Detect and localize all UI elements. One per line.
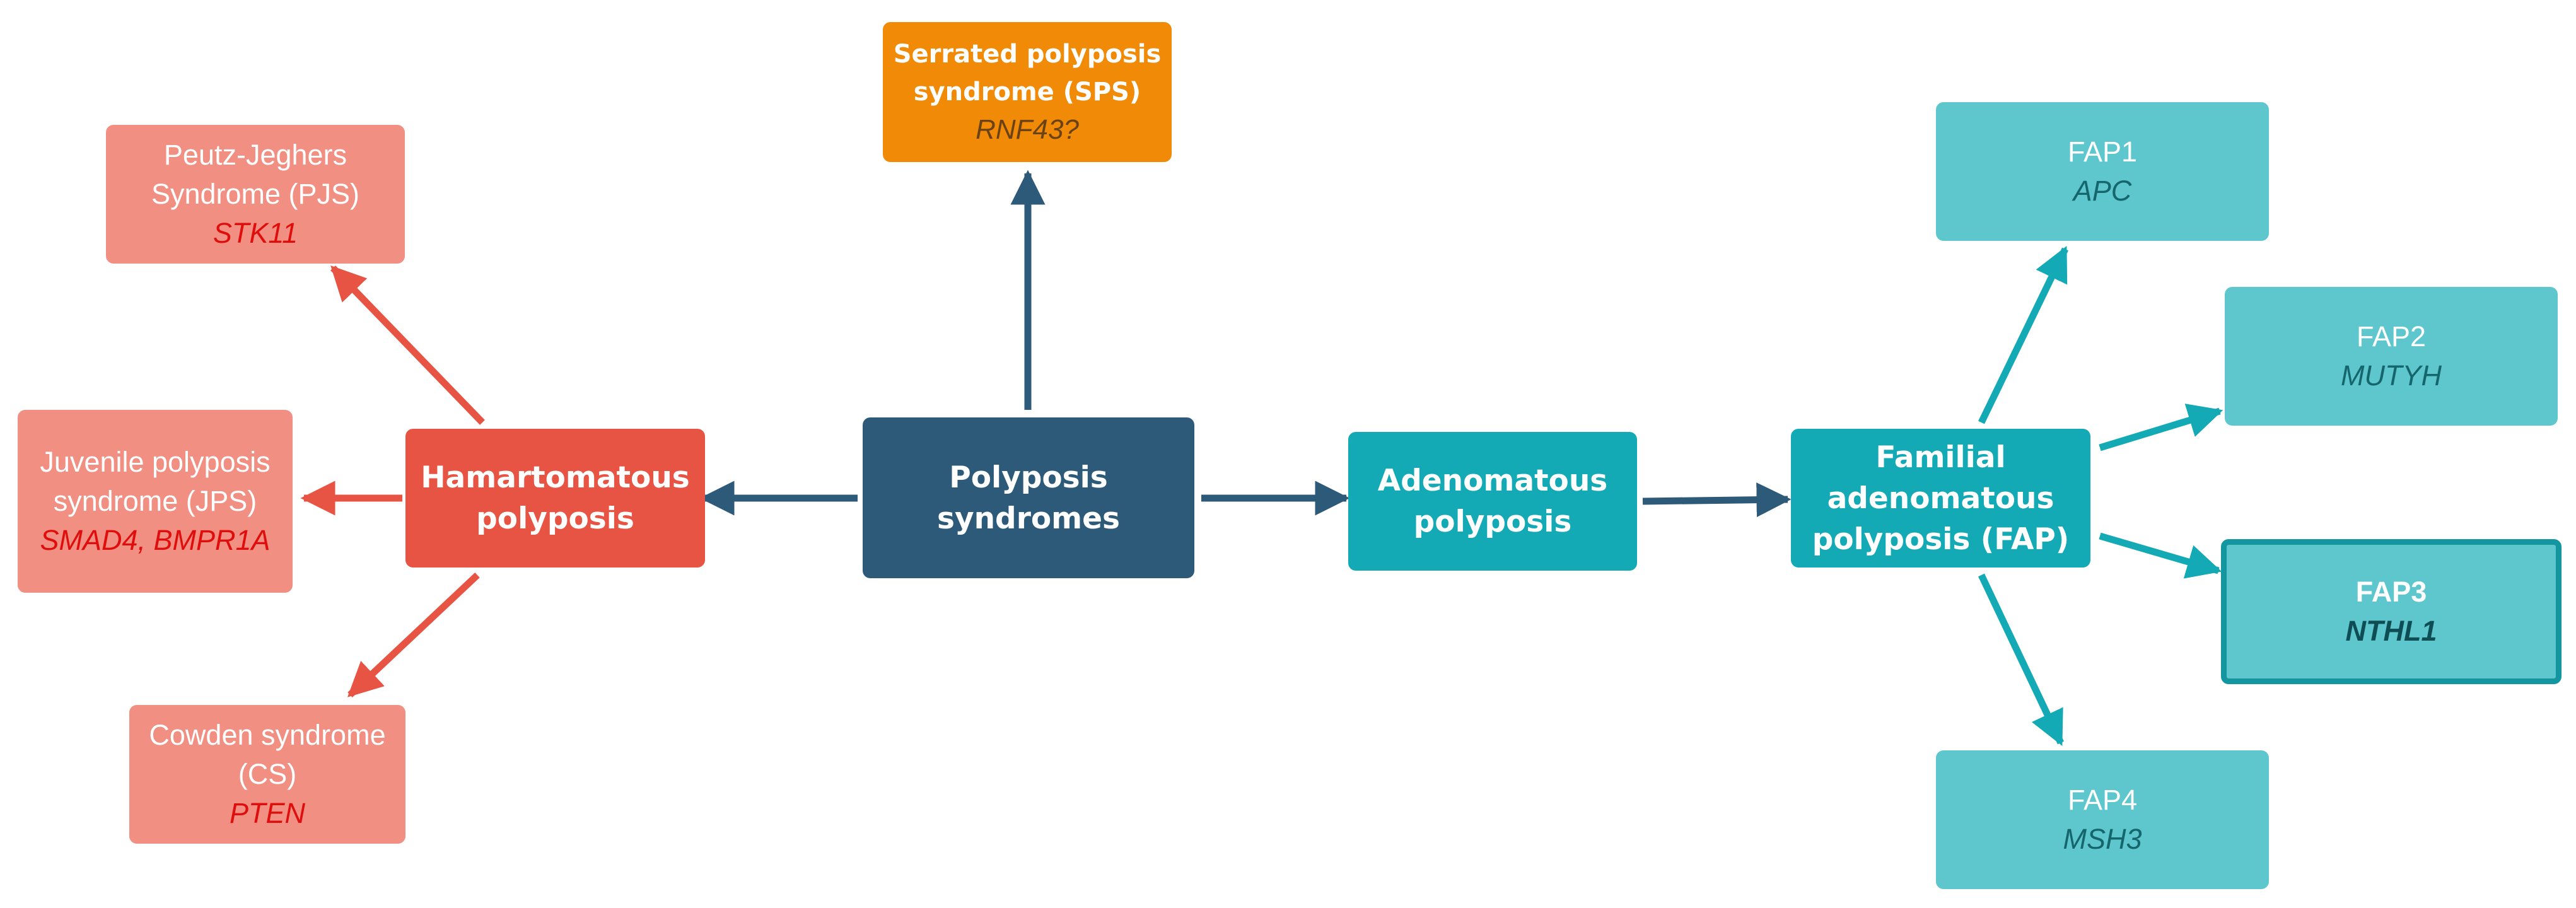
arrow-fap-to-fap2 xyxy=(2099,404,2223,451)
gene-label: MSH3 xyxy=(2063,823,2142,855)
node-label: FAP3 xyxy=(2355,576,2427,608)
node-label: Adenomatous polyposis xyxy=(1377,463,1608,539)
arrow-fap-to-fap4 xyxy=(1978,573,2064,746)
gene-label: NTHL1 xyxy=(2345,615,2437,647)
node-label: Polyposis syndromes xyxy=(936,460,1120,536)
arrow-hamartomatous-to-cs xyxy=(347,572,480,698)
gene-label: APC xyxy=(2073,175,2132,207)
gene-label: RNF43? xyxy=(976,114,1079,145)
node-peutz-jeghers: Peutz-Jeghers Syndrome (PJS) STK11 xyxy=(106,125,405,264)
node-juvenile-polyposis: Juvenile polyposis syndrome (JPS) SMAD4,… xyxy=(18,410,293,593)
arrow-adenomatous-to-fap xyxy=(1642,482,1792,518)
arrow-hamartomatous-to-pjs xyxy=(330,265,485,425)
arrow-fap-to-fap3 xyxy=(2099,532,2222,579)
node-label: Hamartomatous polyposis xyxy=(421,460,690,536)
arrow-fap-to-fap1 xyxy=(1978,246,2068,424)
node-cowden-syndrome: Cowden syndrome (CS) PTEN xyxy=(129,705,405,844)
node-label: Peutz-Jeghers Syndrome (PJS) xyxy=(151,139,360,210)
node-adenomatous-polyposis: Adenomatous polyposis xyxy=(1348,432,1637,571)
node-label: Cowden syndrome (CS) xyxy=(149,719,386,790)
node-label: Familial adenomatous polyposis (FAP) xyxy=(1812,439,2070,557)
node-familial-adenomatous-polyposis: Familial adenomatous polyposis (FAP) xyxy=(1791,429,2090,568)
node-fap4: FAP4 MSH3 xyxy=(1936,750,2269,889)
node-fap2: FAP2 MUTYH xyxy=(2225,287,2558,426)
node-label: FAP1 xyxy=(2067,136,2138,168)
gene-label: SMAD4, BMPR1A xyxy=(40,524,271,556)
gene-label: MUTYH xyxy=(2341,359,2442,392)
node-fap1: FAP1 APC xyxy=(1936,102,2269,241)
node-label: Juvenile polyposis syndrome (JPS) xyxy=(40,446,271,517)
gene-label: STK11 xyxy=(213,217,298,249)
node-label: Serrated polyposis syndrome (SPS) xyxy=(893,40,1162,107)
node-serrated-polyposis: Serrated polyposis syndrome (SPS) RNF43? xyxy=(883,22,1172,162)
node-label: FAP4 xyxy=(2067,784,2138,816)
node-hamartomatous-polyposis: Hamartomatous polyposis xyxy=(405,429,705,568)
node-polyposis-syndromes: Polyposis syndromes xyxy=(863,417,1194,578)
node-fap3: FAP3 NTHL1 xyxy=(2221,539,2561,684)
gene-label: PTEN xyxy=(229,797,305,829)
node-label: FAP2 xyxy=(2356,320,2427,352)
